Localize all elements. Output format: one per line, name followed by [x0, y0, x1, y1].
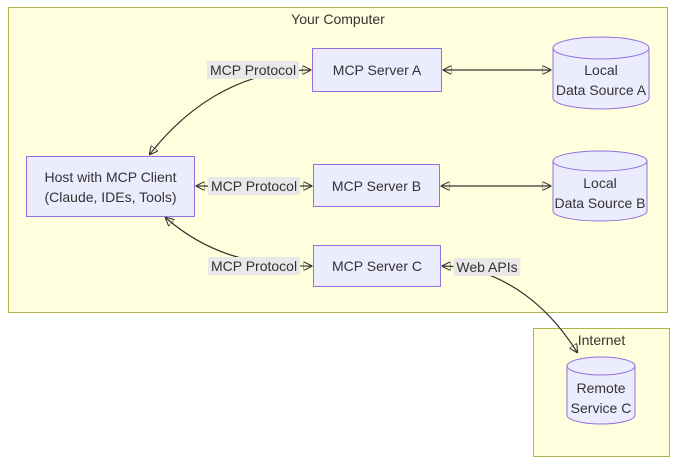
cylinder-c-line1: Remote	[576, 380, 626, 396]
node-host: Host with MCP Client (Claude, IDEs, Tool…	[26, 156, 195, 217]
node-mcp-server-a: MCP Server A	[312, 48, 442, 92]
cylinder-c-shape	[566, 356, 636, 425]
cylinder-b-line2: Data Source B	[554, 195, 646, 211]
node-mcp-server-c-label: MCP Server C	[332, 258, 422, 274]
cylinder-local-data-source-b: Local Data Source B	[552, 150, 648, 222]
node-host-line1: Host with MCP Client	[44, 168, 177, 185]
cylinder-a-line2: Data Source A	[555, 82, 647, 98]
cylinder-b-label: Local Data Source B	[552, 164, 648, 222]
edge-label-mcp-protocol-c: MCP Protocol	[207, 257, 301, 275]
node-mcp-server-b: MCP Server B	[313, 164, 440, 207]
node-mcp-server-c: MCP Server C	[313, 245, 441, 287]
cylinder-c-line2: Service C	[570, 400, 632, 416]
cluster-your-computer-title: Your Computer	[291, 11, 385, 27]
cylinder-c-label: Remote Service C	[566, 370, 636, 426]
cylinder-local-data-source-a: Local Data Source A	[552, 36, 650, 110]
cluster-internet-title: Internet	[577, 332, 626, 348]
edge-label-mcp-protocol-b: MCP Protocol	[207, 177, 301, 195]
node-mcp-server-a-label: MCP Server A	[332, 62, 422, 78]
cylinder-b-shape	[552, 150, 648, 222]
cylinder-remote-service-c: Remote Service C	[566, 356, 636, 426]
cylinder-a-shape	[552, 36, 650, 110]
cylinder-a-line1: Local	[584, 62, 618, 78]
node-mcp-server-b-label: MCP Server B	[331, 177, 422, 194]
node-host-line2: (Claude, IDEs, Tools)	[44, 188, 177, 205]
cylinder-b-line1: Local	[583, 175, 617, 191]
edge-label-web-apis: Web APIs	[453, 258, 521, 276]
edge-label-mcp-protocol-a: MCP Protocol	[206, 61, 300, 79]
cylinder-a-label: Local Data Source A	[552, 50, 650, 110]
